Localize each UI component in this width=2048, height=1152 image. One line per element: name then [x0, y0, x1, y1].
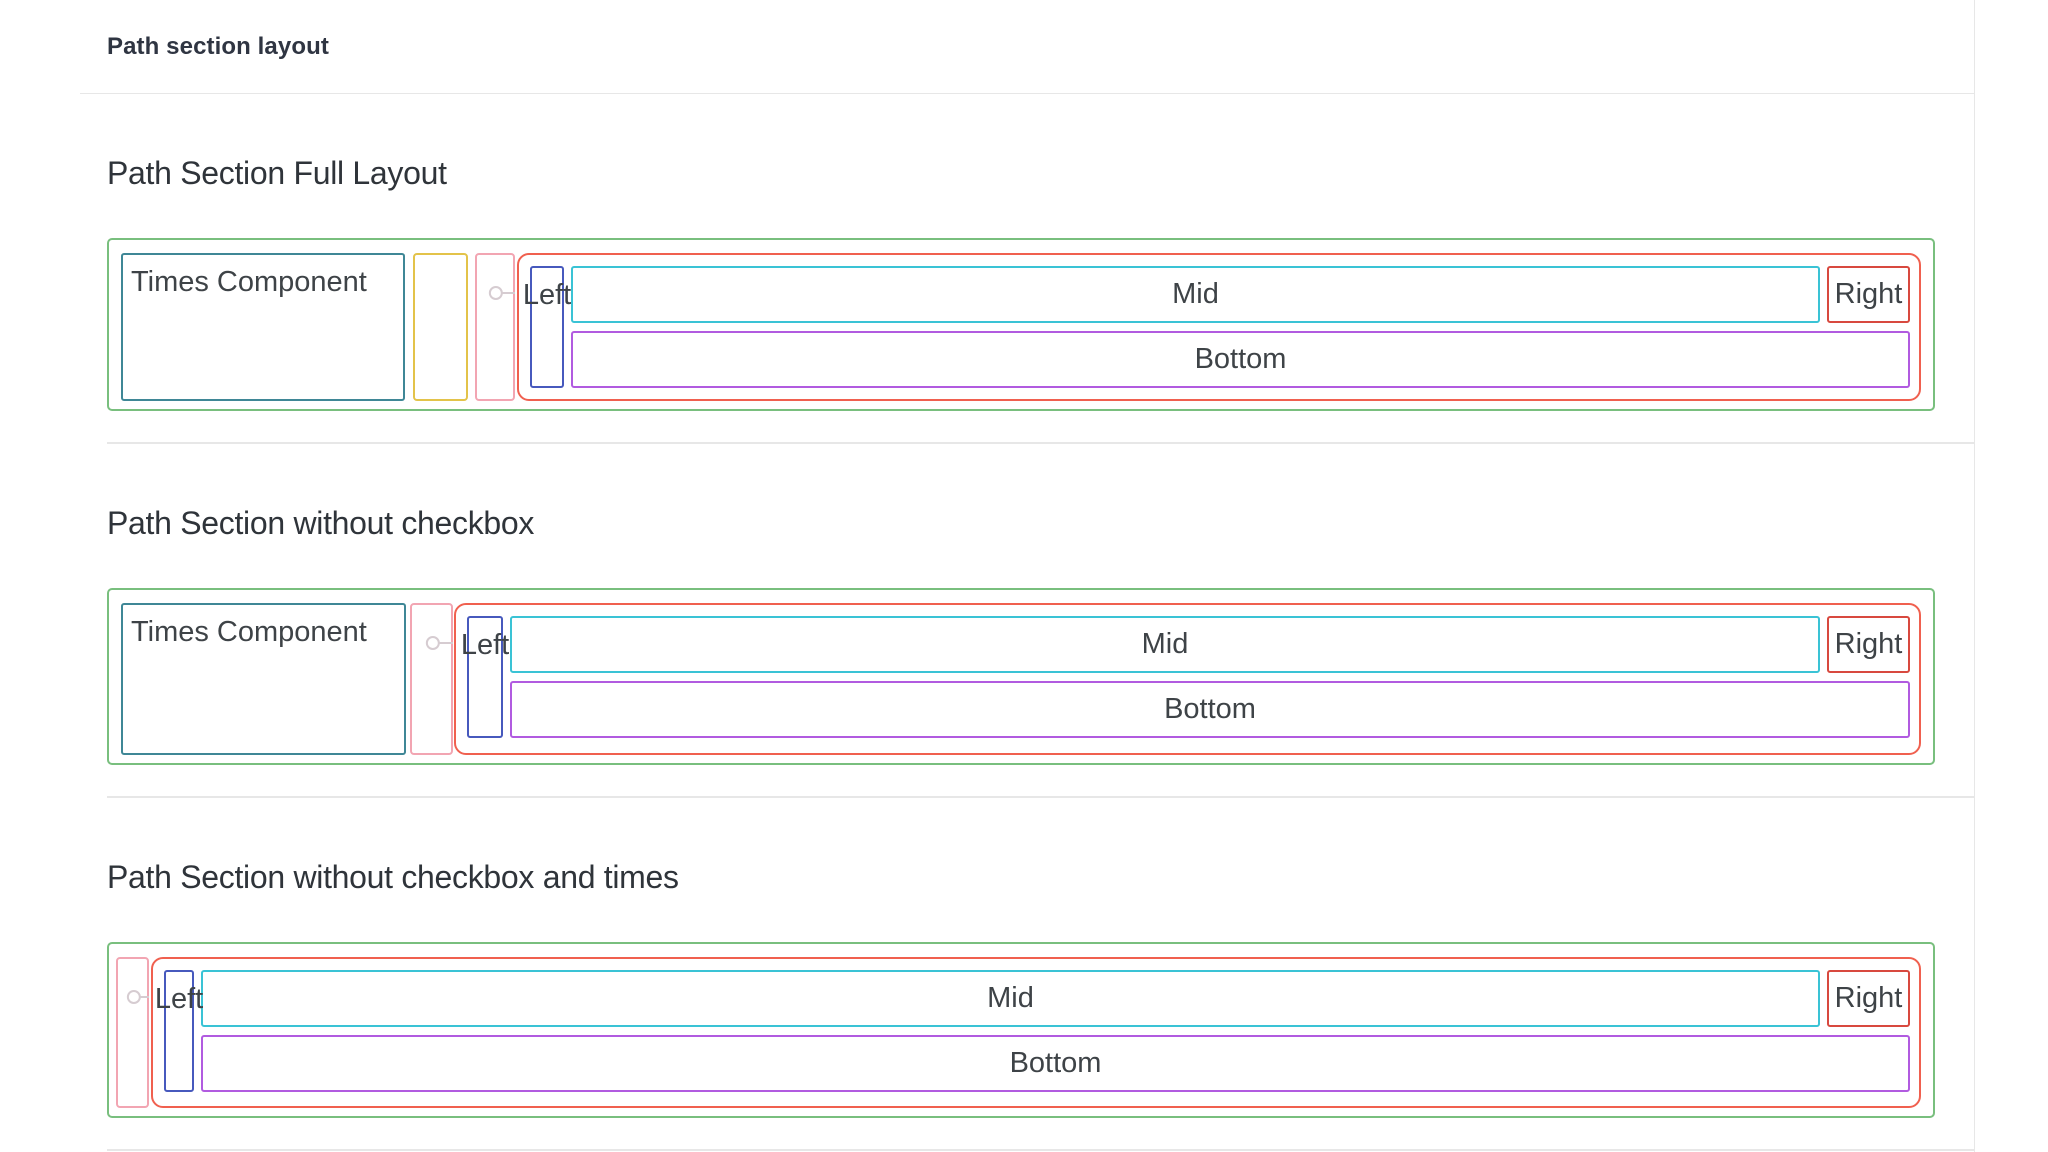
- radio-connector-line: [501, 292, 515, 294]
- path-container: Left Mid Right Bottom: [151, 957, 1921, 1108]
- docs-body: Path Section Full Layout Times Component…: [0, 154, 1974, 1151]
- times-component-label: Times Component: [131, 266, 367, 298]
- path-section-canvas: Left Mid Right Bottom: [107, 942, 1935, 1118]
- radio-connector-line: [437, 642, 453, 644]
- right-label: Right: [1834, 982, 1903, 1014]
- bottom-box: Bottom: [510, 681, 1910, 738]
- mid-box: Mid: [571, 266, 1820, 323]
- mid-box: Mid: [510, 616, 1820, 673]
- story-title-full-layout: Path Section Full Layout: [107, 155, 447, 191]
- path-section-canvas: Times Component Left Mid Right: [107, 238, 1935, 411]
- bottom-box: Bottom: [571, 331, 1910, 388]
- times-component-box: Times Component: [121, 603, 406, 755]
- path-container: Left Mid Right Bottom: [517, 253, 1921, 401]
- topbar-divider: [80, 93, 1974, 94]
- times-component-label: Times Component: [131, 616, 367, 648]
- radio-cell: [410, 603, 453, 755]
- bottom-label: Bottom: [1164, 693, 1256, 725]
- radio-circle-icon[interactable]: [425, 636, 440, 650]
- topbar: Path section layout: [0, 0, 1974, 94]
- path-section-canvas: Times Component Left Mid Right: [107, 588, 1935, 765]
- section-divider: [107, 442, 1974, 444]
- mid-label: Mid: [1141, 628, 1189, 660]
- story-title-without-checkbox: Path Section without checkbox: [107, 505, 535, 541]
- left-box: Left: [523, 266, 571, 388]
- right-box: Right: [1827, 970, 1910, 1027]
- left-label: Left: [460, 629, 510, 661]
- left-box: Left: [461, 616, 509, 738]
- right-label: Right: [1834, 628, 1903, 660]
- docs-content-pane: Path section layout Path Section Full La…: [0, 0, 1975, 1152]
- right-label: Right: [1834, 278, 1903, 310]
- path-container: Left Mid Right Bottom: [454, 603, 1921, 755]
- left-label: Left: [154, 983, 204, 1015]
- radio-circle-icon[interactable]: [126, 990, 141, 1004]
- bottom-label: Bottom: [1194, 343, 1287, 375]
- section-divider: [107, 1149, 1974, 1151]
- left-box: Left: [155, 970, 203, 1092]
- times-component-box: Times Component: [121, 253, 405, 401]
- story-title-without-checkbox-and-times: Path Section without checkbox and times: [107, 859, 679, 895]
- right-box: Right: [1827, 266, 1910, 323]
- page-title: Path section layout: [107, 33, 329, 60]
- section-divider: [107, 796, 1974, 798]
- radio-connector-line: [138, 996, 149, 998]
- mid-label: Mid: [987, 982, 1034, 1014]
- radio-cell: [116, 957, 149, 1108]
- radio-cell: [475, 253, 515, 401]
- right-gutter: [1976, 0, 2048, 1152]
- checkbox-placeholder-box: [413, 253, 468, 401]
- mid-label: Mid: [1172, 278, 1219, 310]
- radio-circle-icon[interactable]: [488, 286, 503, 300]
- bottom-label: Bottom: [1009, 1047, 1102, 1079]
- right-box: Right: [1827, 616, 1910, 673]
- left-label: Left: [522, 279, 572, 311]
- mid-box: Mid: [201, 970, 1820, 1027]
- bottom-box: Bottom: [201, 1035, 1910, 1092]
